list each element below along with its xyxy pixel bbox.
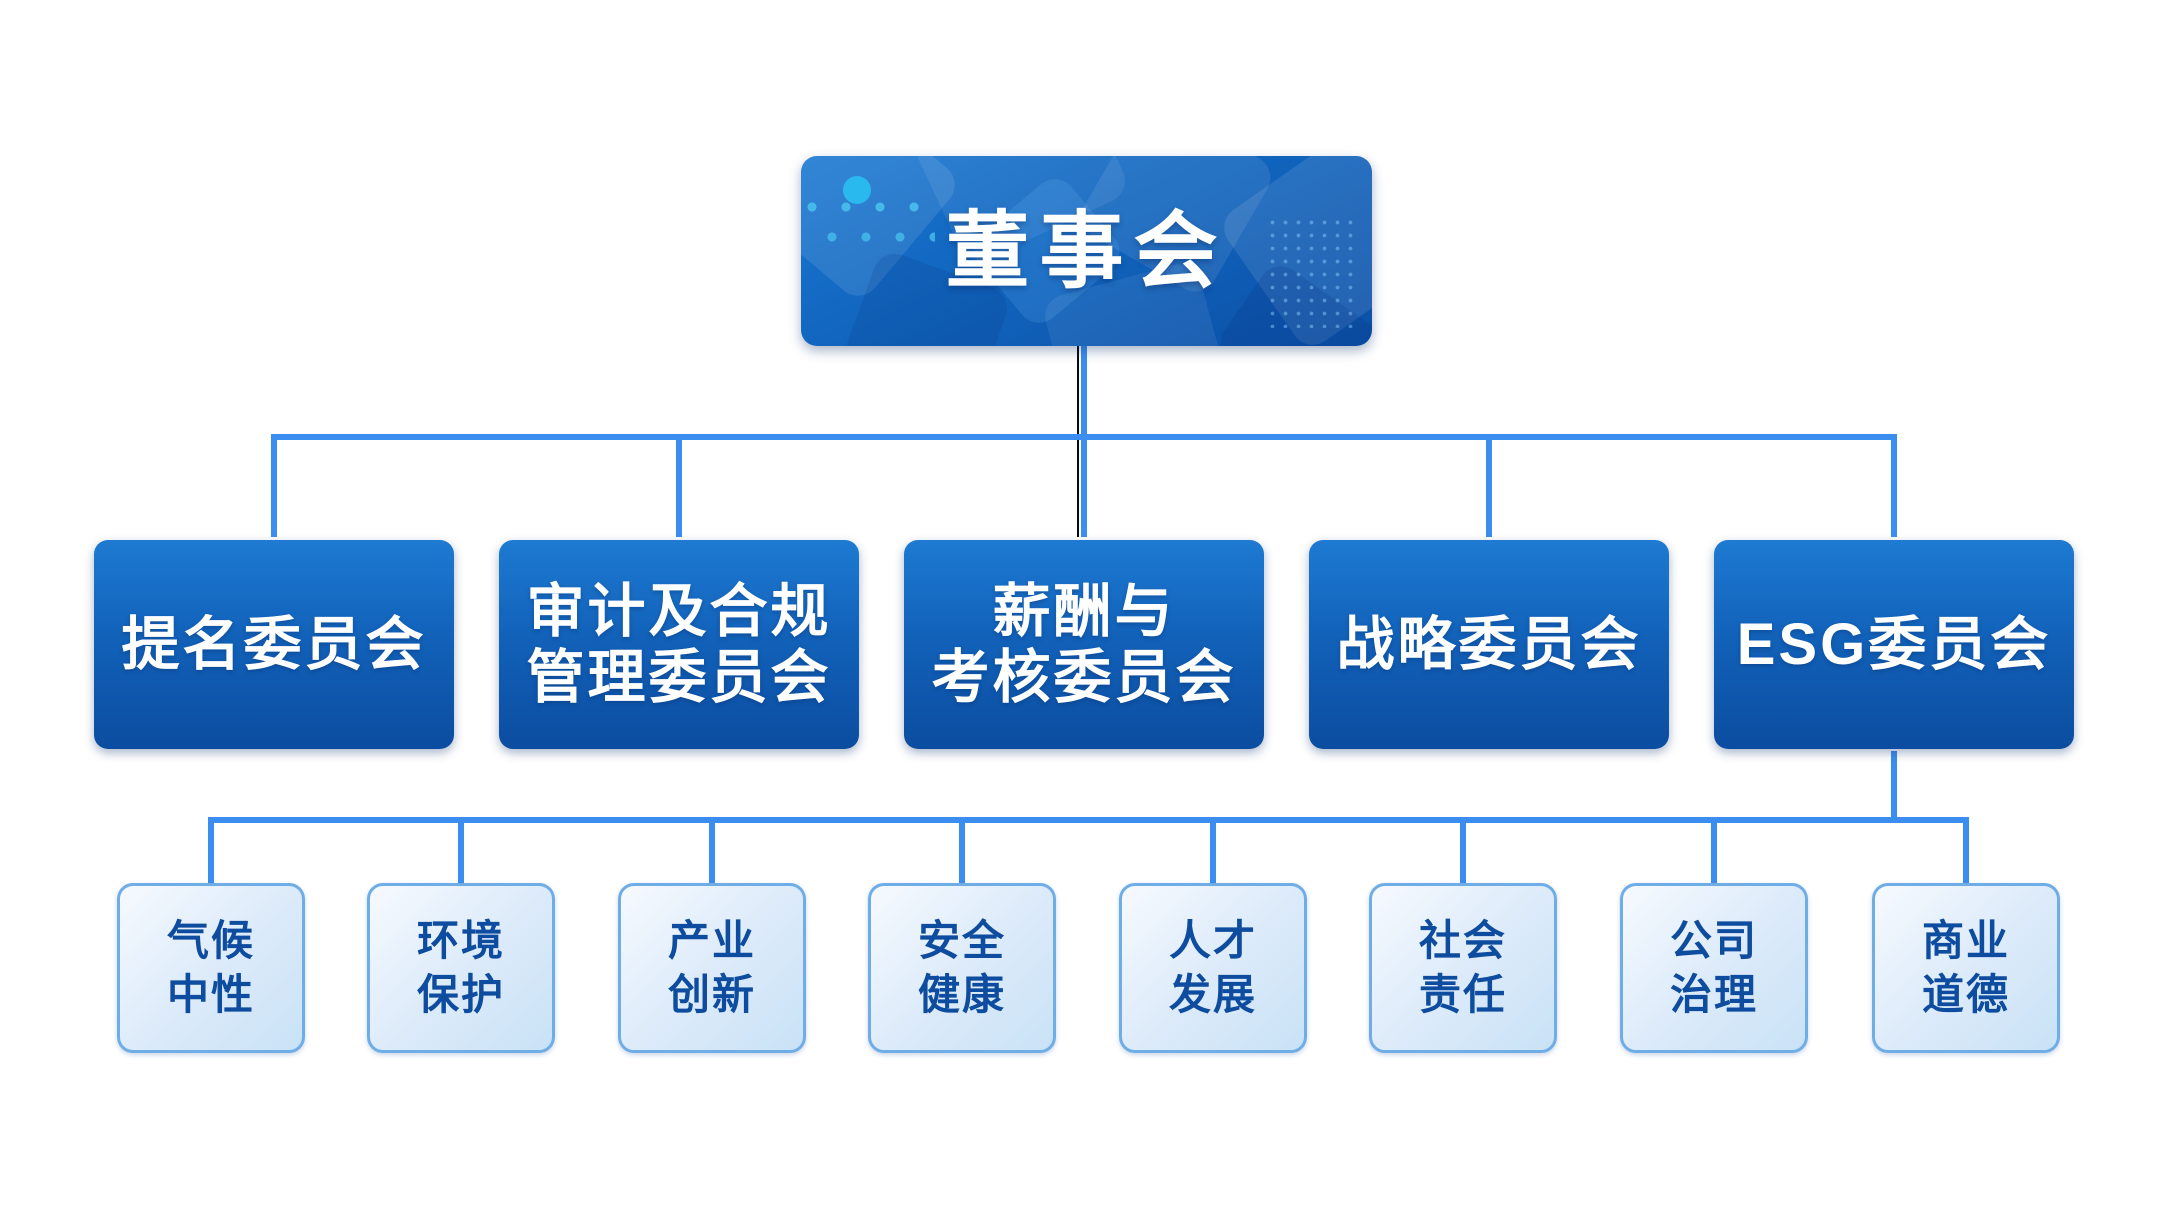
topic-label: 人才 发展 xyxy=(1168,917,1257,1018)
org-box-board: 董事会 xyxy=(801,156,1372,346)
connector-level2-bus xyxy=(271,434,1897,440)
board-label: 董事会 xyxy=(945,203,1228,298)
connector-root-drop-dark-edge xyxy=(1077,346,1079,537)
org-box-esg-committee: ESG委员会 xyxy=(1714,540,2074,749)
connector-drop-climate xyxy=(208,817,214,883)
topic-label: 商业 道德 xyxy=(1921,917,2010,1018)
topic-label: 公司 治理 xyxy=(1669,917,1758,1018)
org-box-environment-protection: 环境 保护 xyxy=(367,883,555,1053)
topic-label: 环境 保护 xyxy=(416,917,505,1018)
org-box-audit-compliance-committee: 审计及合规 管理委员会 xyxy=(499,540,859,749)
connector-drop-industry xyxy=(709,817,715,883)
connector-root-drop xyxy=(1081,346,1087,537)
topic-label: 安全 健康 xyxy=(917,917,1006,1018)
org-box-industry-innovation: 产业 创新 xyxy=(618,883,806,1053)
connector-drop-environment xyxy=(458,817,464,883)
decor-dot-row xyxy=(801,202,931,212)
committee-label: ESG委员会 xyxy=(1736,611,2052,677)
org-box-business-ethics: 商业 道德 xyxy=(1872,883,2060,1053)
connector-drop-ethics xyxy=(1963,817,1969,883)
connector-drop-talent xyxy=(1210,817,1216,883)
connector-drop-nomination xyxy=(271,434,277,537)
org-box-compensation-assessment-committee: 薪酬与 考核委员会 xyxy=(904,540,1264,749)
org-box-social-responsibility: 社会 责任 xyxy=(1369,883,1557,1053)
connector-drop-safety xyxy=(959,817,965,883)
decor-cyan-dot xyxy=(843,176,871,204)
connector-drop-social xyxy=(1460,817,1466,883)
org-box-corporate-governance: 公司 治理 xyxy=(1620,883,1808,1053)
committee-label: 战略委员会 xyxy=(1336,611,1642,677)
topic-label: 气候 中性 xyxy=(166,917,255,1018)
decor-dot-grid xyxy=(1266,216,1356,328)
topic-label: 产业 创新 xyxy=(667,917,756,1018)
org-box-talent-development: 人才 发展 xyxy=(1119,883,1307,1053)
committee-label: 提名委员会 xyxy=(121,611,427,677)
committee-label: 审计及合规 管理委员会 xyxy=(526,578,832,710)
org-box-nomination-committee: 提名委员会 xyxy=(94,540,454,749)
connector-drop-esg xyxy=(1891,434,1897,537)
connector-drop-governance xyxy=(1711,817,1717,883)
committee-label: 薪酬与 考核委员会 xyxy=(931,578,1237,710)
connector-drop-strategy xyxy=(1486,434,1492,537)
connector-esg-drop xyxy=(1891,751,1897,823)
org-box-strategy-committee: 战略委员会 xyxy=(1309,540,1669,749)
decor-dot-row xyxy=(815,232,935,242)
org-box-climate-neutrality: 气候 中性 xyxy=(117,883,305,1053)
topic-label: 社会 责任 xyxy=(1418,917,1507,1018)
connector-drop-audit xyxy=(676,434,682,537)
org-box-safety-health: 安全 健康 xyxy=(868,883,1056,1053)
connector-level3-bus xyxy=(208,817,1969,823)
